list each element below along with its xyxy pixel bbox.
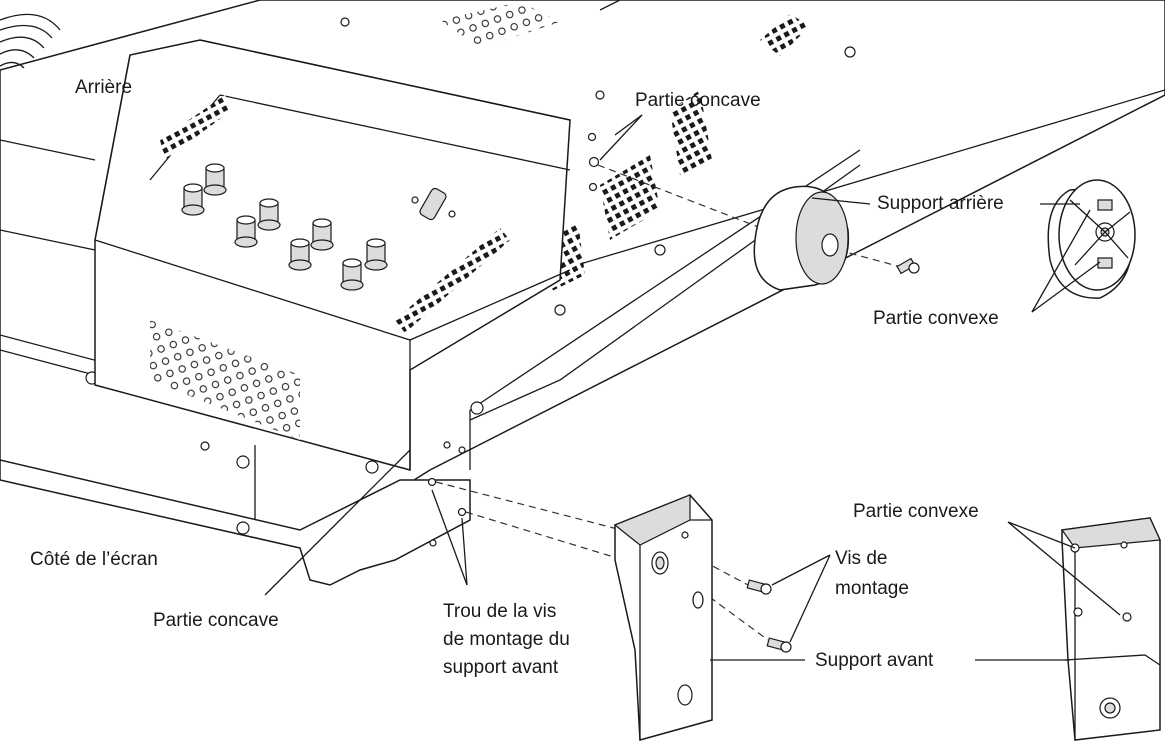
label-concave-bottom: Partie concave [153, 610, 279, 631]
label-hole-line1: Trou de la vis [443, 601, 557, 622]
align-line-front-2 [465, 511, 641, 566]
rear-support-detail [1047, 179, 1136, 299]
terminal-box [94, 39, 571, 471]
align-line-screw-1 [691, 554, 749, 586]
label-rear: Arrière [75, 77, 133, 98]
leader-convex-2 [1031, 261, 1101, 313]
label-concave-top: Partie concave [635, 90, 761, 111]
label-rear-support: Support arrière [877, 193, 1004, 214]
leader-convex-front-2 [1007, 521, 1121, 616]
rear-screw [896, 257, 920, 275]
leader-screw-2 [789, 554, 831, 643]
leader-concave-bottom [264, 449, 411, 596]
concave-holes-front [427, 441, 467, 517]
leader-convex-front-1 [1007, 521, 1076, 549]
speaker-grille [0, 13, 61, 69]
label-convex-right: Partie convexe [873, 308, 999, 329]
label-hole-line2: de montage du [443, 629, 570, 650]
front-support [613, 494, 713, 741]
concave-holes-rear [587, 132, 600, 192]
vent-dots-top [440, 2, 560, 48]
leader-screw-1 [771, 554, 831, 586]
label-front-support: Support avant [815, 650, 934, 671]
rear-support [753, 185, 850, 291]
vent-slots-top-right [760, 14, 810, 56]
front-support-detail [1060, 517, 1161, 741]
vent-slots-side-2 [600, 155, 660, 240]
d-sub-connector [411, 187, 456, 221]
label-screws-line2: montage [835, 578, 909, 599]
label-screws-line1: Vis de [835, 548, 888, 569]
leader-rear-support [811, 197, 871, 205]
leader-hole-2 [461, 517, 468, 586]
vent-slots-side-1 [670, 90, 712, 175]
label-screen-side: Côté de l’écran [30, 549, 158, 570]
front-screws [746, 579, 792, 653]
leader-convex-1 [1031, 209, 1091, 313]
bnc-connectors [181, 163, 388, 291]
leader-hole-1 [431, 489, 468, 586]
label-convex-front: Partie convexe [853, 501, 979, 522]
leader-concave-top-2 [599, 114, 643, 161]
leader-concave-top-1 [614, 114, 643, 136]
label-hole-line3: support avant [443, 657, 559, 678]
